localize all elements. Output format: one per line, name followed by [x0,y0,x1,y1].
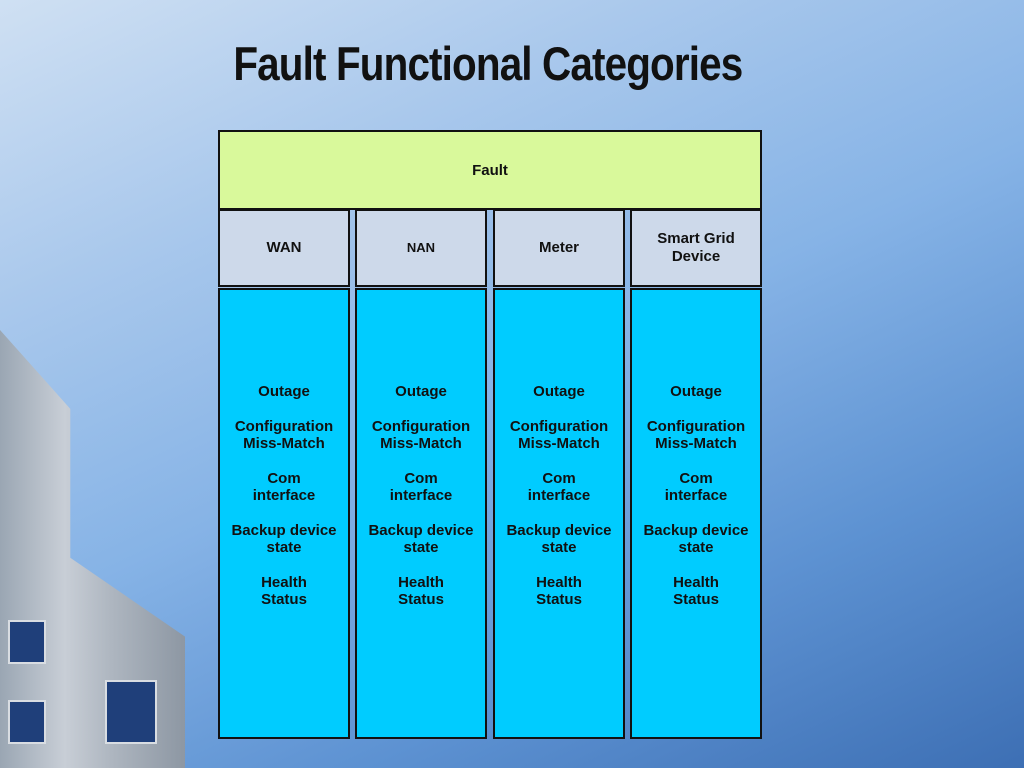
item-backup-device-state: Backup device state [368,521,474,557]
item-backup-device-state: Backup device state [643,521,749,557]
category-label: Smart Grid Device [657,230,735,265]
page-title: Fault Functional Categories [233,37,743,90]
items-column-wan: Outage Configuration Miss-Match Com inte… [218,288,350,739]
building-window [8,700,46,744]
item-outage: Outage [533,383,585,400]
category-smart-grid-device-box: Smart Grid Device [630,209,762,287]
item-health-status: Health Status [398,573,444,609]
items-column-smart-grid-device: Outage Configuration Miss-Match Com inte… [630,288,762,739]
category-label: NAN [406,240,436,255]
item-outage: Outage [670,383,722,400]
fault-root-label: Fault [472,161,508,179]
item-outage: Outage [395,383,447,400]
fault-root-box: Fault [218,130,762,210]
building-window [105,680,157,744]
item-com-interface: Com interface [664,469,728,505]
items-column-nan: Outage Configuration Miss-Match Com inte… [355,288,487,739]
item-health-status: Health Status [261,573,307,609]
item-outage: Outage [258,383,310,400]
category-nan-box: NAN [355,209,487,287]
category-label: Meter [538,239,579,256]
item-configuration-miss-match: Configuration Miss-Match [234,417,334,453]
item-backup-device-state: Backup device state [231,521,337,557]
item-health-status: Health Status [536,573,582,609]
category-meter-box: Meter [493,209,625,287]
items-column-meter: Outage Configuration Miss-Match Com inte… [493,288,625,739]
item-health-status: Health Status [673,573,719,609]
building-window [8,620,46,664]
item-configuration-miss-match: Configuration Miss-Match [509,417,609,453]
category-label: WAN [266,239,302,256]
item-configuration-miss-match: Configuration Miss-Match [646,417,746,453]
item-backup-device-state: Backup device state [506,521,612,557]
item-com-interface: Com interface [252,469,316,505]
category-wan-box: WAN [218,209,350,287]
item-configuration-miss-match: Configuration Miss-Match [371,417,471,453]
item-com-interface: Com interface [389,469,453,505]
item-com-interface: Com interface [527,469,591,505]
